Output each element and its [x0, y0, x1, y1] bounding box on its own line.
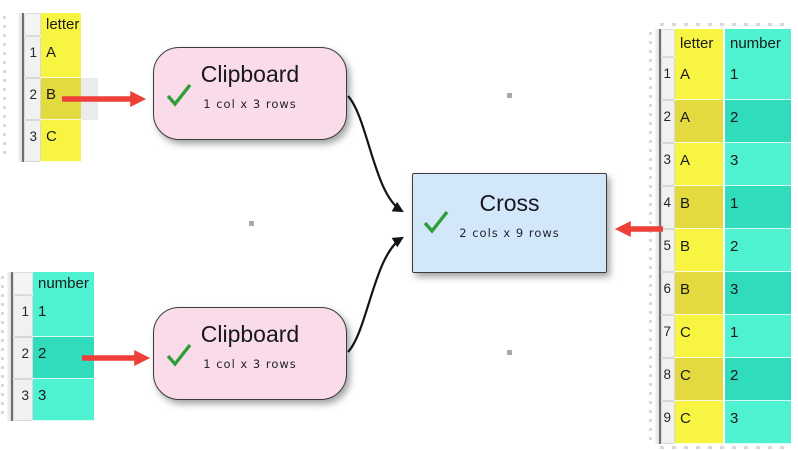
- table-row[interactable]: 3 C: [24, 120, 98, 162]
- torn-edge: [660, 446, 788, 449]
- node-clipboard-bottom[interactable]: Clipboard 1 col x 3 rows: [153, 307, 347, 400]
- table-row[interactable]: 2 A 2: [661, 100, 791, 143]
- table-row[interactable]: 8 C 2: [661, 358, 791, 401]
- empty-header: [81, 13, 98, 36]
- row-number[interactable]: 8: [661, 358, 675, 401]
- table-cell[interactable]: B: [675, 229, 723, 272]
- table-row[interactable]: 3 A 3: [661, 143, 791, 186]
- table-cell[interactable]: B: [675, 272, 723, 315]
- torn-edge: [660, 23, 788, 26]
- header-row: letter: [24, 13, 98, 36]
- table-row[interactable]: 7 C 1: [661, 315, 791, 358]
- table-cell[interactable]: A: [675, 100, 723, 143]
- table-row[interactable]: 1 1: [13, 295, 94, 337]
- table-row[interactable]: 6 B 3: [661, 272, 791, 315]
- row-number[interactable]: 2: [13, 337, 33, 379]
- table-cell[interactable]: A: [675, 143, 723, 186]
- node-title: Clipboard: [200, 61, 300, 87]
- table-cell[interactable]: C: [675, 401, 723, 444]
- header-row: letter number: [661, 29, 791, 57]
- node-subtitle: 2 cols x 9 rows: [459, 226, 560, 240]
- table-row[interactable]: 2 B: [24, 78, 98, 120]
- node-title: Cross: [479, 190, 540, 216]
- table-cell[interactable]: A: [41, 36, 81, 78]
- header-row: number: [13, 272, 94, 295]
- node-title: Clipboard: [200, 321, 300, 347]
- table-cell-empty: [81, 78, 98, 120]
- table-cell[interactable]: C: [41, 120, 81, 162]
- result-table: letter number 1 A 1 2 A 2 3 A 3 4 B 1: [655, 29, 791, 444]
- check-icon: [166, 83, 192, 107]
- grid-dot: [507, 93, 512, 98]
- table-cell[interactable]: A: [675, 57, 723, 100]
- grid-dot: [249, 221, 254, 226]
- table-cell[interactable]: B: [41, 78, 81, 120]
- table-cell[interactable]: C: [675, 315, 723, 358]
- torn-edge: [649, 32, 652, 440]
- number-source-table: number 1 1 2 2 3 3: [7, 272, 94, 421]
- table-cell-empty: [81, 36, 98, 78]
- column-header[interactable]: number: [725, 29, 791, 57]
- row-number[interactable]: 6: [661, 272, 675, 315]
- node-subtitle: 1 col x 3 rows: [203, 97, 297, 111]
- corner-cell: [661, 29, 675, 57]
- row-number[interactable]: 2: [24, 78, 41, 120]
- table-cell[interactable]: 2: [33, 337, 94, 379]
- table-cell[interactable]: 2: [725, 358, 791, 401]
- letter-source-table: letter 1 A 2 B 3 C: [18, 13, 98, 162]
- connector-clipboard-bottom-to-cross[interactable]: [347, 236, 404, 353]
- table-row[interactable]: 2 2: [13, 337, 94, 379]
- table-cell[interactable]: 1: [725, 186, 791, 229]
- check-icon: [423, 210, 449, 234]
- row-number[interactable]: 2: [661, 100, 675, 143]
- column-header[interactable]: number: [33, 272, 94, 295]
- torn-edge: [1, 276, 4, 418]
- node-cross[interactable]: Cross 2 cols x 9 rows: [412, 173, 607, 273]
- row-number[interactable]: 1: [13, 295, 33, 337]
- column-header[interactable]: letter: [41, 13, 81, 36]
- row-number[interactable]: 3: [13, 379, 33, 421]
- column-header[interactable]: letter: [675, 29, 723, 57]
- grid-dot: [507, 350, 512, 355]
- table-cell[interactable]: 2: [725, 100, 791, 143]
- table-cell[interactable]: B: [675, 186, 723, 229]
- row-number[interactable]: 3: [24, 120, 41, 162]
- table-cell[interactable]: 3: [33, 379, 94, 421]
- table-cell[interactable]: 1: [725, 57, 791, 100]
- table-cell[interactable]: C: [675, 358, 723, 401]
- table-row[interactable]: 5 B 2: [661, 229, 791, 272]
- table-cell-empty: [81, 120, 98, 162]
- row-number[interactable]: 1: [24, 36, 41, 78]
- corner-cell: [24, 13, 41, 36]
- scrollbar[interactable]: [655, 29, 661, 444]
- torn-edge: [3, 16, 6, 158]
- row-number[interactable]: 4: [661, 186, 675, 229]
- row-number[interactable]: 3: [661, 143, 675, 186]
- connector-clipboard-top-to-cross[interactable]: [347, 95, 404, 213]
- table-row[interactable]: 1 A 1: [661, 57, 791, 100]
- node-subtitle: 1 col x 3 rows: [203, 357, 297, 371]
- table-row[interactable]: 4 B 1: [661, 186, 791, 229]
- row-number[interactable]: 1: [661, 57, 675, 100]
- row-number[interactable]: 9: [661, 401, 675, 444]
- table-cell[interactable]: 3: [725, 272, 791, 315]
- corner-cell: [13, 272, 33, 295]
- row-number[interactable]: 5: [661, 229, 675, 272]
- node-clipboard-top[interactable]: Clipboard 1 col x 3 rows: [153, 47, 347, 140]
- table-cell[interactable]: 3: [725, 401, 791, 444]
- table-row[interactable]: 3 3: [13, 379, 94, 421]
- table-row[interactable]: 9 C 3: [661, 401, 791, 444]
- scrollbar[interactable]: [7, 272, 13, 421]
- row-number[interactable]: 7: [661, 315, 675, 358]
- table-cell[interactable]: 3: [725, 143, 791, 186]
- table-cell[interactable]: 1: [725, 315, 791, 358]
- table-cell[interactable]: 2: [725, 229, 791, 272]
- table-cell[interactable]: 1: [33, 295, 94, 337]
- check-icon: [166, 343, 192, 367]
- table-row[interactable]: 1 A: [24, 36, 98, 78]
- scrollbar[interactable]: [18, 13, 24, 162]
